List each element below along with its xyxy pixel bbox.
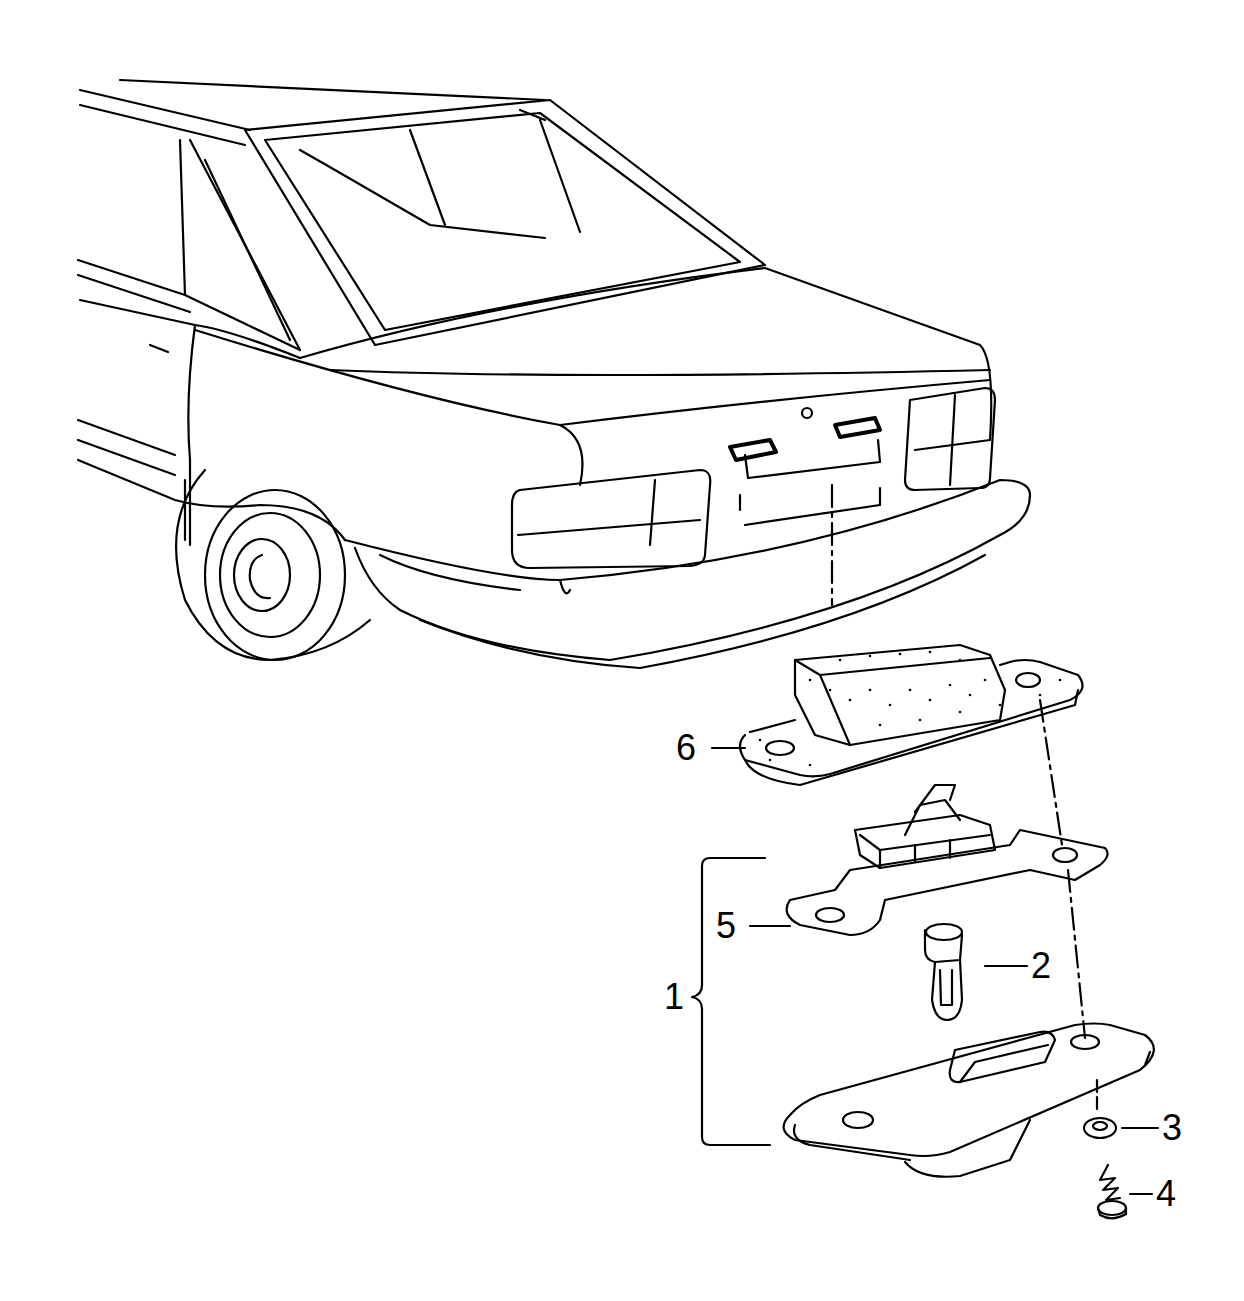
callout-number: 2 <box>1031 948 1051 984</box>
callout-number: 3 <box>1162 1110 1182 1146</box>
callout-number: 6 <box>676 730 696 766</box>
callout-number: 5 <box>716 908 736 944</box>
callout-number: 1 <box>664 979 684 1015</box>
callout-number: 4 <box>1156 1176 1176 1212</box>
